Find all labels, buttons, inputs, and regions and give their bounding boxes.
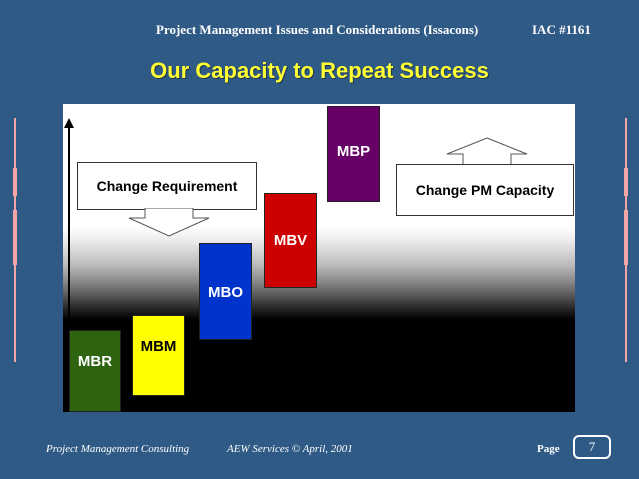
slide-title: Our Capacity to Repeat Success (150, 58, 489, 83)
bar-mbo-label: MBO (208, 284, 243, 301)
page-number-box: 7 (573, 435, 611, 459)
bar-mbo: MBO (199, 243, 252, 340)
bar-mbr: MBR (69, 330, 121, 412)
page-number: 7 (588, 439, 596, 454)
callout-change-requirement: Change Requirement (77, 162, 257, 210)
bar-mbm-label: MBM (140, 338, 177, 355)
bar-mbp-label: MBP (336, 143, 371, 160)
header-course-id: IAC #1161 (532, 22, 591, 37)
right-side-bump-lower (624, 210, 628, 265)
bar-mbr-label: MBR (77, 353, 113, 370)
left-side-bump-upper (13, 168, 17, 196)
header-course-title: Project Management Issues and Considerat… (156, 22, 479, 37)
callout-change-requirement-label: Change Requirement (96, 178, 238, 194)
bar-mbp: MBP (327, 106, 380, 202)
axis-arrow-head (64, 118, 74, 128)
callout-change-pm-capacity: Change PM Capacity (396, 164, 574, 216)
bar-mbv: MBV (264, 193, 317, 288)
bar-mbm: MBM (132, 315, 185, 396)
left-side-bump-lower (13, 210, 17, 265)
footer-center: AEW Services © April, 2001 (227, 443, 353, 455)
right-side-bump-upper (624, 168, 628, 196)
footer-left: Project Management Consulting (46, 443, 190, 455)
vertical-axis (68, 124, 70, 412)
capacity-diagram: Change Requirement Change PM Capacity MB… (63, 104, 575, 412)
bar-mbv-label: MBV (273, 232, 308, 249)
down-arrow-icon (128, 208, 210, 237)
callout-change-pm-capacity-label: Change PM Capacity (415, 182, 555, 198)
up-arrow-icon (446, 137, 528, 166)
page-label: Page (537, 443, 560, 455)
